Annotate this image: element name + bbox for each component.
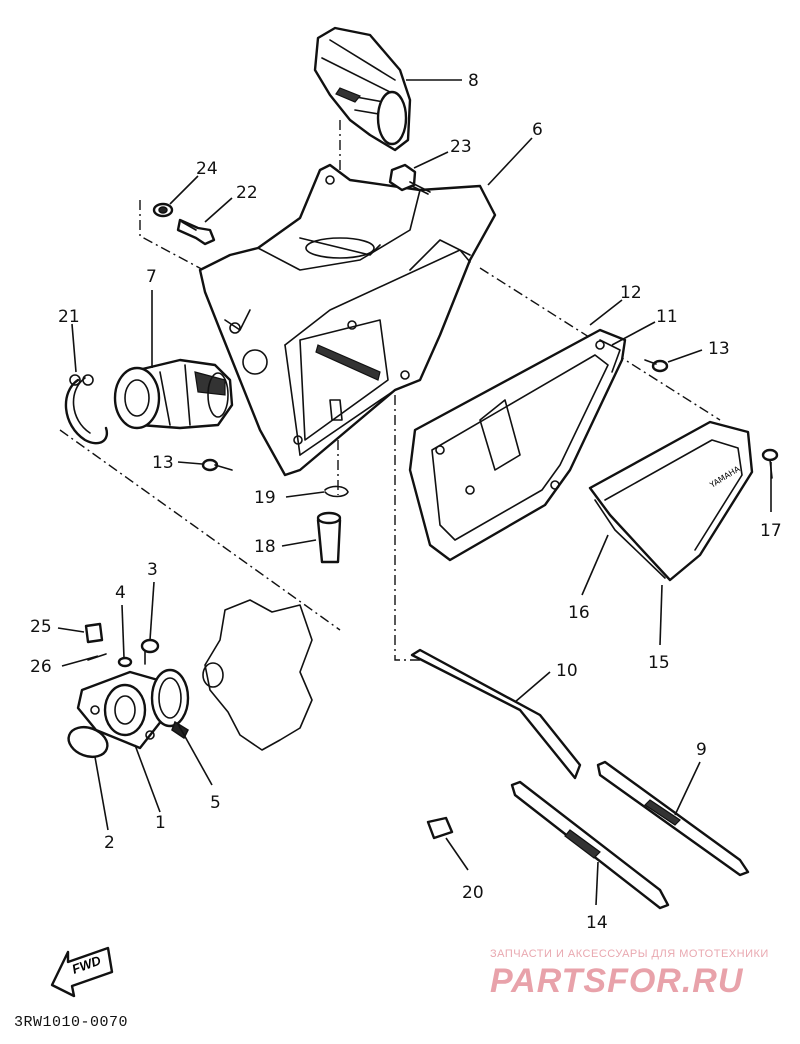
callout-20-label: 20 — [462, 883, 484, 903]
callout-13-left-label: 13 — [152, 453, 174, 473]
clamp-part-21 — [64, 374, 109, 445]
air-box-part-6 — [198, 163, 497, 477]
callout-13-left: 13 — [152, 453, 203, 473]
callout-1: 1 — [134, 744, 166, 833]
callout-6: 6 — [487, 120, 543, 186]
callout-7: 7 — [146, 267, 157, 368]
air-filter-element-part-10 — [410, 648, 582, 780]
callout-12-label: 12 — [620, 283, 642, 303]
callout-18-label: 18 — [254, 537, 276, 557]
callout-15: 15 — [648, 584, 670, 673]
callout-21-label: 21 — [58, 307, 80, 327]
callout-12: 12 — [589, 283, 642, 326]
callout-14: 14 — [586, 861, 608, 933]
callout-5-label: 5 — [210, 793, 221, 813]
callout-6-label: 6 — [532, 120, 543, 140]
screw-part-13-right — [644, 359, 669, 373]
callout-3: 3 — [147, 560, 158, 641]
forward-arrow-icon: FWD — [50, 946, 114, 998]
callout-23-label: 23 — [450, 137, 472, 157]
callout-23: 23 — [413, 137, 472, 169]
callout-10-label: 10 — [556, 661, 578, 681]
callout-10: 10 — [514, 661, 578, 703]
callout-24: 24 — [169, 159, 218, 205]
screw-part-13-left — [201, 458, 233, 472]
callout-4-label: 4 — [115, 583, 126, 603]
bolt-part-23 — [388, 163, 431, 195]
carburetor-outline — [202, 599, 313, 751]
pin-part-25 — [84, 622, 104, 644]
callout-3-label: 3 — [147, 560, 158, 580]
callout-11: 11 — [611, 307, 678, 346]
washer-part-4 — [117, 656, 133, 668]
callout-13-right: 13 — [667, 339, 730, 363]
callout-2-label: 2 — [104, 833, 115, 853]
clamp-part-5 — [150, 668, 190, 740]
sponge-part-20 — [426, 816, 454, 840]
callout-8: 8 — [406, 71, 479, 91]
carburetor-joint-part-1 — [76, 670, 164, 750]
watermark-subtitle: ЗАПЧАСТИ И АКСЕССУАРЫ ДЛЯ МОТОТЕХНИКИ — [490, 948, 769, 960]
callout-13-right-label: 13 — [708, 339, 730, 359]
diagram-code: 3RW1010-0070 — [14, 1014, 129, 1031]
callout-19: 19 — [254, 488, 325, 508]
bolt-part-22 — [176, 218, 216, 246]
watermark-logo: PARTSFOR.RU — [490, 962, 744, 1000]
element-holder-part-11 — [599, 339, 621, 373]
callout-7-label: 7 — [146, 267, 157, 287]
intake-duct-part-8 — [313, 26, 412, 152]
callout-25-label: 25 — [30, 617, 52, 637]
callout-4: 4 — [115, 583, 126, 659]
callout-24-label: 24 — [196, 159, 218, 179]
callout-26: 26 — [30, 655, 99, 677]
filter-screen-part-14 — [510, 780, 670, 910]
callout-26-label: 26 — [30, 657, 52, 677]
callout-1-label: 1 — [155, 813, 166, 833]
element-frame-part-12 — [408, 328, 627, 562]
callout-8-label: 8 — [468, 71, 479, 91]
callout-20: 20 — [445, 837, 484, 903]
callout-17-label: 17 — [760, 521, 782, 541]
filter-screen-part-9 — [596, 760, 750, 877]
callout-16-label: 16 — [568, 603, 590, 623]
screw-part-17 — [761, 448, 779, 479]
callout-16: 16 — [568, 534, 609, 623]
callout-22: 22 — [204, 183, 258, 223]
callout-19-label: 19 — [254, 488, 276, 508]
o-ring-part-2 — [67, 725, 109, 759]
washer-part-24 — [152, 202, 174, 218]
callout-2: 2 — [94, 756, 115, 853]
callout-17: 17 — [760, 462, 782, 541]
callout-9-label: 9 — [696, 740, 707, 760]
air-box-cover-part-15: YAMAHA — [588, 420, 754, 582]
screw-part-3 — [140, 638, 160, 665]
intake-joint-part-7 — [113, 358, 234, 430]
sleeve-part-18 — [316, 511, 342, 564]
callout-9: 9 — [674, 740, 707, 816]
clip-part-19 — [324, 485, 349, 498]
callout-15-label: 15 — [648, 653, 670, 673]
cover-seal-part-16 — [594, 499, 666, 579]
callout-11-label: 11 — [656, 307, 678, 327]
callout-14-label: 14 — [586, 913, 608, 933]
callout-21: 21 — [58, 307, 80, 373]
callout-5: 5 — [177, 723, 221, 813]
callout-22-label: 22 — [236, 183, 258, 203]
callout-18: 18 — [254, 537, 317, 557]
callout-25: 25 — [30, 617, 85, 637]
